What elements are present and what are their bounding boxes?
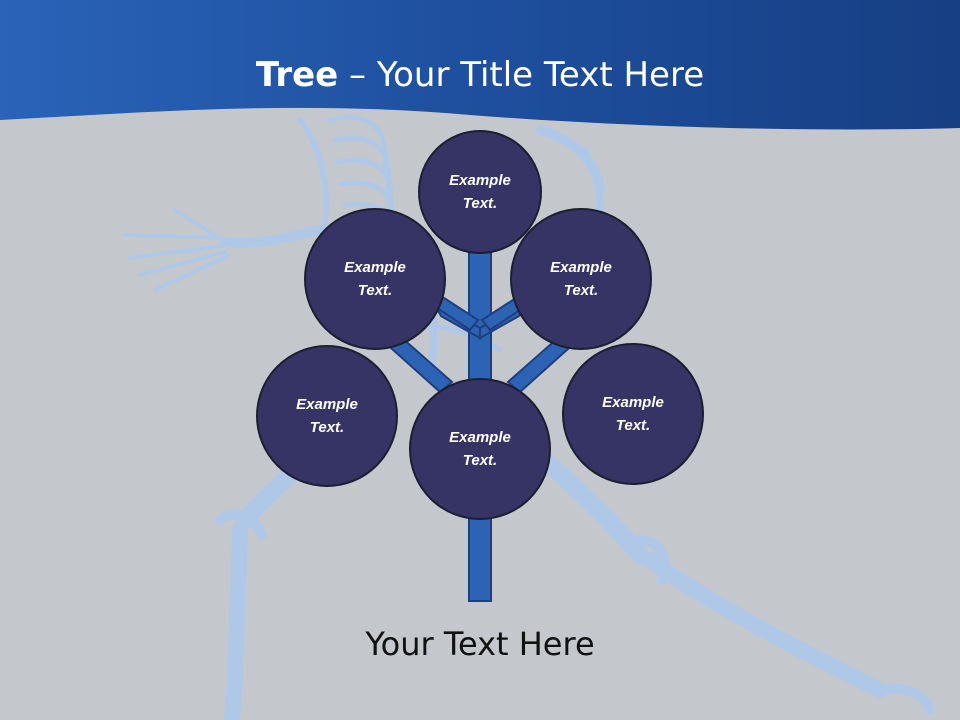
node-label-line: Text. (615, 417, 651, 434)
node-label-line: Text. (462, 195, 498, 212)
node-label-line: Example (449, 429, 511, 446)
node-label-line: Text. (462, 452, 498, 469)
node-label-line: Text. (357, 282, 393, 299)
title-separator: – (338, 55, 377, 95)
title-bold: Tree (255, 55, 339, 95)
node-label-line: Example (550, 259, 612, 276)
header-band (0, 0, 960, 130)
node-label-line: Example (344, 259, 406, 276)
title-text: Your Title Text Here (376, 55, 705, 95)
footer-text: Your Text Here (365, 625, 595, 663)
node-label-line: Text. (309, 419, 345, 436)
node-label-line: Example (449, 172, 511, 189)
node-label-line: Example (602, 394, 664, 411)
node-label-line: Text. (563, 282, 599, 299)
slide-title: Tree – Your Title Text Here (0, 52, 960, 98)
node-label-line: Example (296, 396, 358, 413)
